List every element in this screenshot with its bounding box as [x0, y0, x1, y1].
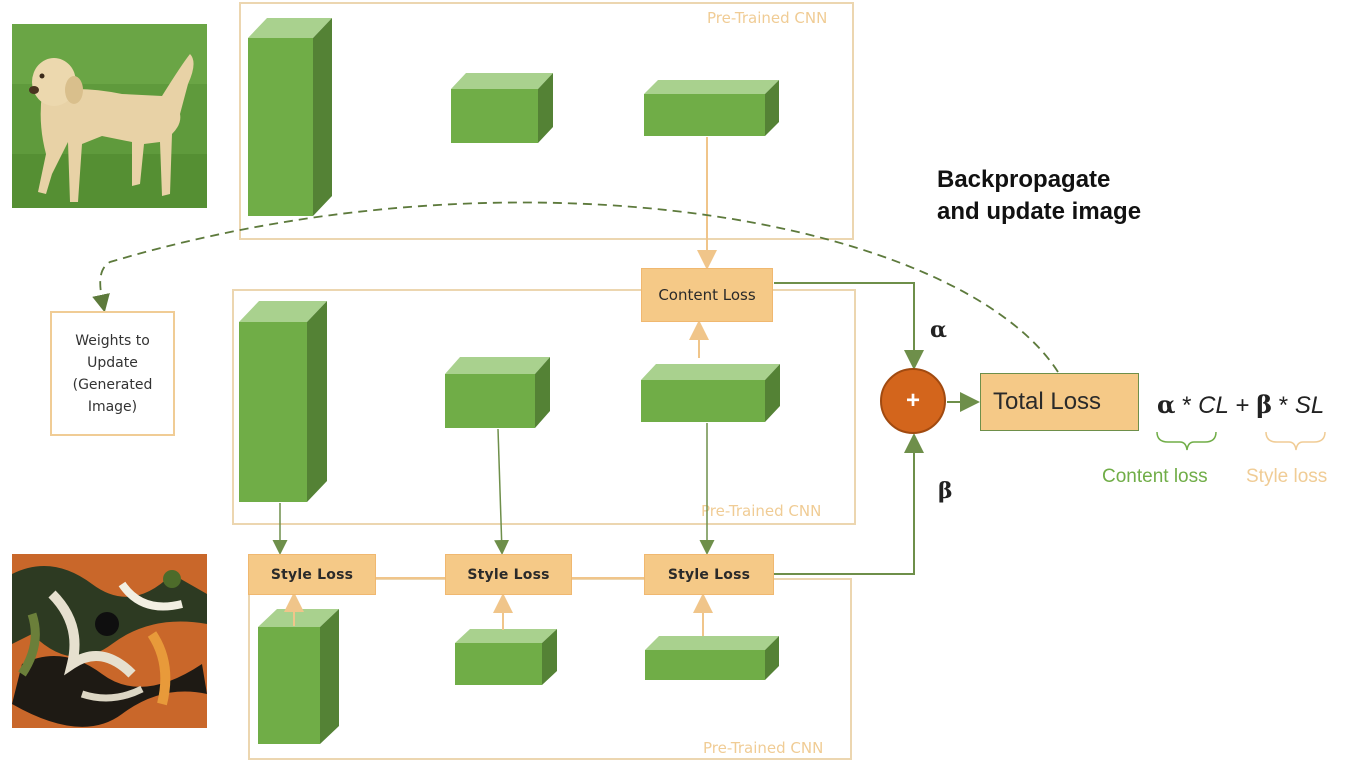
weights-to-update-box: Weights to Update (Generated Image) — [50, 311, 175, 436]
formula-alpha: α — [1157, 390, 1176, 419]
backprop-line-1: Backpropagate — [937, 166, 1111, 193]
cnn-block-content-1 — [248, 18, 332, 216]
content-image — [12, 24, 207, 208]
cnn-block-generated-1 — [239, 301, 327, 502]
formula-plus: + — [1228, 392, 1257, 419]
style-image — [12, 554, 207, 728]
cnn-block-content-3 — [644, 80, 779, 136]
cnn-block-style-3 — [645, 636, 779, 680]
style-loss-box-3: Style Loss — [644, 554, 774, 595]
cnn-block-content-2 — [451, 73, 553, 143]
style-loss-brace — [1265, 431, 1326, 451]
style-loss-box-2: Style Loss — [445, 554, 572, 595]
formula-cl: CL — [1198, 392, 1229, 419]
cnn-box-content — [239, 2, 854, 240]
formula-sl: SL — [1294, 392, 1325, 419]
cnn-box-generated — [232, 289, 856, 525]
backprop-line-2: and update image — [937, 198, 1142, 225]
style-loss-note: Style loss — [1246, 466, 1328, 487]
cnn-block-style-1 — [258, 609, 339, 744]
cnn-block-generated-3 — [641, 364, 780, 422]
beta-weight: β — [938, 478, 953, 504]
loss-formula: α * CL + β * SL — [1157, 390, 1324, 420]
style-loss-box-1: Style Loss — [248, 554, 376, 595]
weights-line-2: Update — [87, 354, 138, 371]
cnn-label-generated: Pre-Trained CNN — [701, 502, 822, 520]
formula-op1: * — [1175, 392, 1199, 419]
content-loss-note: Content loss — [1102, 466, 1208, 487]
content-loss-brace — [1156, 431, 1217, 451]
cnn-label-style: Pre-Trained CNN — [703, 739, 824, 757]
alpha-weight: α — [930, 317, 947, 343]
cnn-block-generated-2 — [445, 357, 550, 428]
cnn-block-style-2 — [455, 629, 557, 685]
weights-line-4: Image) — [87, 398, 138, 415]
formula-op2: * — [1272, 392, 1295, 419]
backprop-label: Backpropagate and update image — [937, 164, 1141, 228]
weights-line-1: Weights to — [75, 332, 150, 349]
cnn-label-content: Pre-Trained CNN — [707, 9, 828, 27]
generated2-to-style-loss — [494, 428, 510, 555]
style-loss-to-sum — [774, 433, 924, 575]
content-loss-to-sum — [774, 282, 924, 370]
formula-beta: β — [1256, 390, 1273, 419]
sum-node: + — [880, 368, 946, 434]
total-loss-box: Total Loss — [980, 373, 1139, 431]
backprop-dashed-arrow — [92, 201, 1059, 373]
weights-line-3: (Generated — [72, 376, 153, 393]
content-loss-box: Content Loss — [641, 268, 773, 322]
